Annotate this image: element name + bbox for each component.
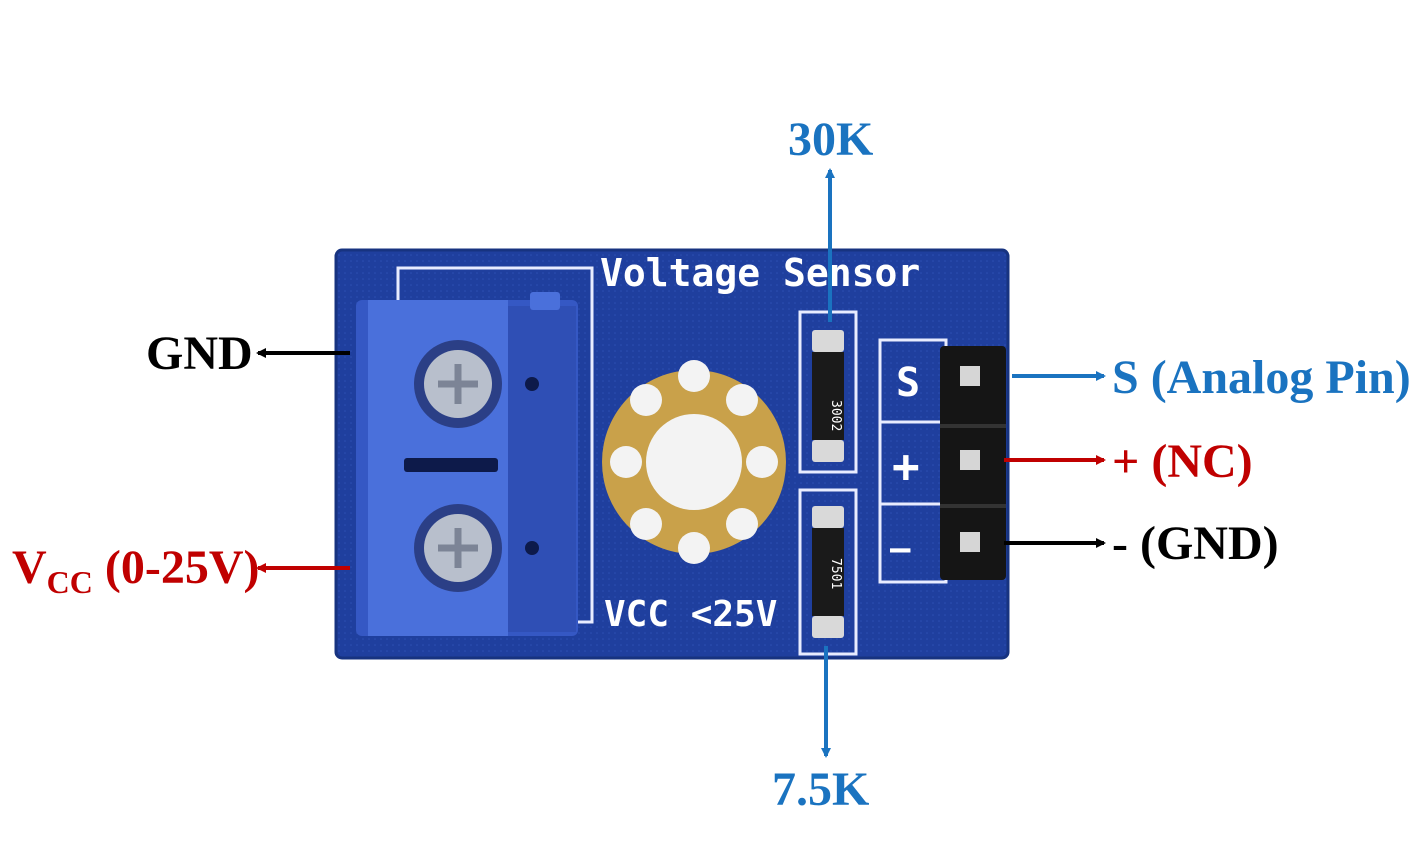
label-resistor-bottom: 7.5K — [772, 763, 870, 816]
terminal-silk-outline — [396, 266, 594, 624]
pin-minus — [960, 532, 980, 552]
label-terminal-gnd: GND — [146, 327, 253, 380]
label-vcc-sub: CC — [46, 564, 93, 600]
screw-bottom — [414, 504, 502, 592]
resistor-bottom: 7501 — [812, 506, 844, 638]
label-vcc-range: (0-25V) — [92, 541, 260, 594]
label-pin-plus: + (NC) — [1112, 435, 1253, 488]
silk-title: Voltage Sensor — [600, 251, 920, 295]
silk-pin-minus: — — [890, 529, 911, 569]
pin-plus — [960, 450, 980, 470]
pin-header — [940, 346, 1006, 580]
silk-vcc: VCC <25V — [604, 594, 777, 635]
pin-s — [960, 366, 980, 386]
label-pin-minus: - (GND) — [1112, 517, 1279, 570]
mounting-hole-pad — [602, 360, 786, 564]
label-terminal-vcc: VCC (0-25V) — [12, 541, 260, 600]
label-resistor-top: 30K — [788, 113, 874, 166]
silk-pin-plus: + — [892, 439, 920, 493]
screw-terminal-block — [356, 292, 578, 636]
resistor-top: 3002 — [812, 330, 844, 462]
label-pin-s: S (Analog Pin) — [1112, 351, 1411, 404]
label-vcc-main: V — [12, 541, 47, 594]
resistor-top-code: 3002 — [828, 400, 843, 431]
silk-pin-s: S — [896, 360, 920, 406]
screw-top — [414, 340, 502, 428]
resistor-bottom-code: 7501 — [828, 558, 843, 589]
